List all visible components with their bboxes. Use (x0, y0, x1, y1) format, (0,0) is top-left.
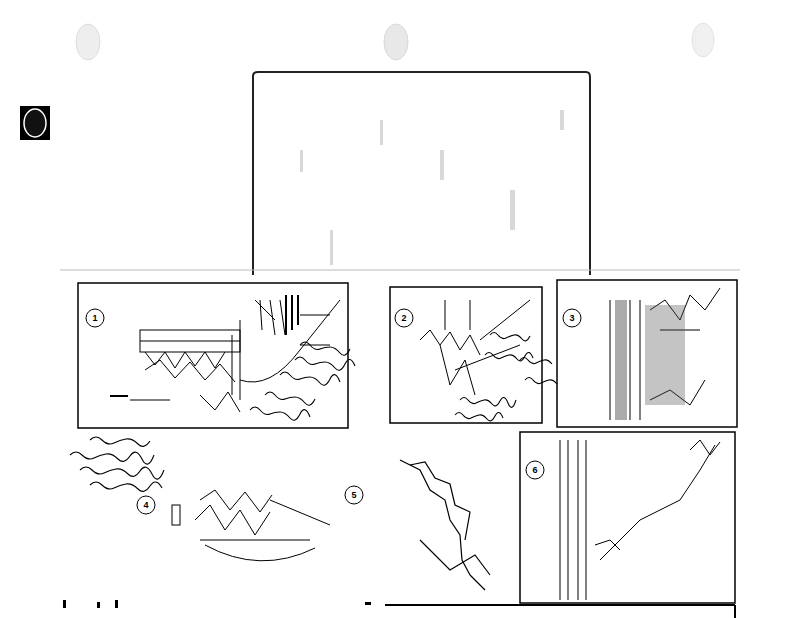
detail-frame (520, 432, 735, 603)
callout-number: 2 (400, 313, 407, 324)
section-detail (560, 440, 720, 600)
index-tab-hole (24, 109, 46, 137)
index-tab (20, 106, 50, 140)
callout-number: 4 (142, 500, 149, 511)
title-strip (734, 605, 736, 618)
outfall-detail (130, 300, 340, 412)
blank-panel (253, 72, 590, 275)
hatch (615, 300, 685, 420)
riprap-sketch (195, 490, 330, 561)
title-strip (385, 604, 735, 606)
punch-hole (384, 24, 408, 60)
detail-marker (172, 505, 180, 525)
callout-number: 3 (568, 313, 575, 324)
punch-hole (76, 24, 100, 60)
detail-frame (390, 287, 542, 423)
scan-edge (60, 270, 740, 271)
scan-smudge (300, 110, 564, 265)
handwritten-note (455, 333, 557, 421)
fine-print (110, 295, 299, 397)
scan-marks (63, 600, 371, 608)
channel-detail (610, 288, 720, 420)
detail-circle (86, 309, 581, 514)
outlet-detail (420, 300, 530, 395)
callout-number: 6 (531, 465, 538, 476)
punch-hole (692, 23, 714, 57)
handwritten-note (70, 342, 355, 491)
detail-frame (557, 280, 737, 427)
detail-frame (78, 283, 348, 428)
callout-number: 5 (350, 490, 357, 501)
callout-number: 1 (91, 313, 98, 324)
slope-sketch (400, 460, 490, 590)
